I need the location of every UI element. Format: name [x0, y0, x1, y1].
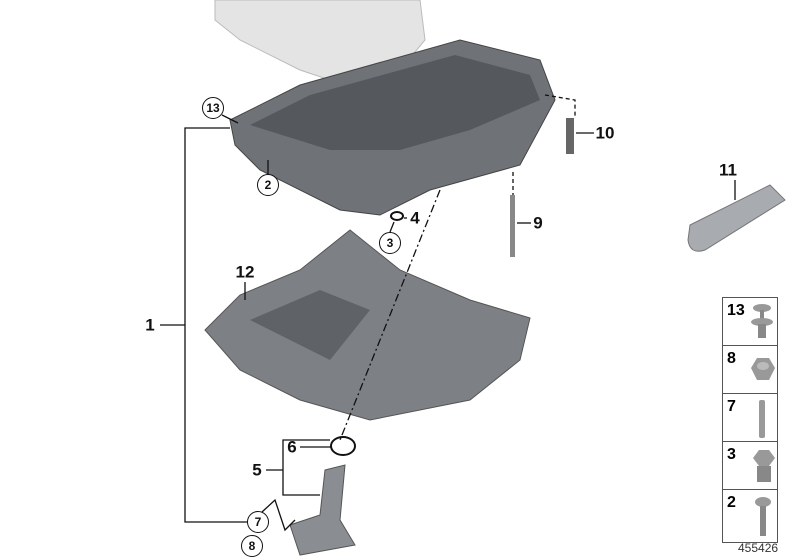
legend-cell-push-rivet: 13	[722, 297, 778, 346]
legend-label: 8	[727, 350, 736, 367]
legend-label: 2	[727, 494, 736, 511]
callout-13: 13	[202, 97, 224, 119]
seal-ring-6	[330, 436, 356, 456]
callout-3: 3	[379, 232, 401, 254]
legend-cell-flange-bolt: 2	[722, 489, 778, 543]
callout-4: 4	[410, 208, 420, 228]
stud-icon	[759, 400, 765, 438]
hex-plug-icon	[753, 450, 775, 482]
legend-cell-hex-nut: 8	[722, 345, 778, 394]
legend-label: 3	[727, 446, 736, 463]
callout-6: 6	[287, 437, 297, 457]
callout-5: 5	[252, 460, 262, 480]
callout-10: 10	[595, 123, 615, 143]
callout-2: 2	[257, 174, 279, 196]
dipstick-part	[566, 118, 574, 154]
diagram-number: 455426	[738, 541, 779, 555]
flange-bolt-icon	[755, 497, 771, 536]
seal-ring-4	[390, 211, 404, 221]
legend-label: 7	[727, 398, 736, 415]
legend-label: 13	[727, 302, 745, 319]
callout-12: 12	[235, 262, 255, 282]
bolt-part	[510, 195, 515, 257]
callout-1: 1	[145, 315, 155, 335]
callout-11: 11	[719, 160, 737, 180]
oil-pan-shield	[204, 229, 531, 421]
legend-cell-stud: 7	[722, 393, 778, 442]
callout-7: 7	[247, 511, 269, 533]
oil-pickup-part	[289, 464, 356, 556]
callout-8: 8	[241, 535, 263, 557]
sealant-tube-part	[687, 184, 786, 252]
legend-cell-hex-plug: 3	[722, 441, 778, 490]
hex-nut-icon	[751, 358, 775, 380]
push-rivet-icon	[751, 304, 773, 338]
callout-9: 9	[533, 213, 543, 233]
